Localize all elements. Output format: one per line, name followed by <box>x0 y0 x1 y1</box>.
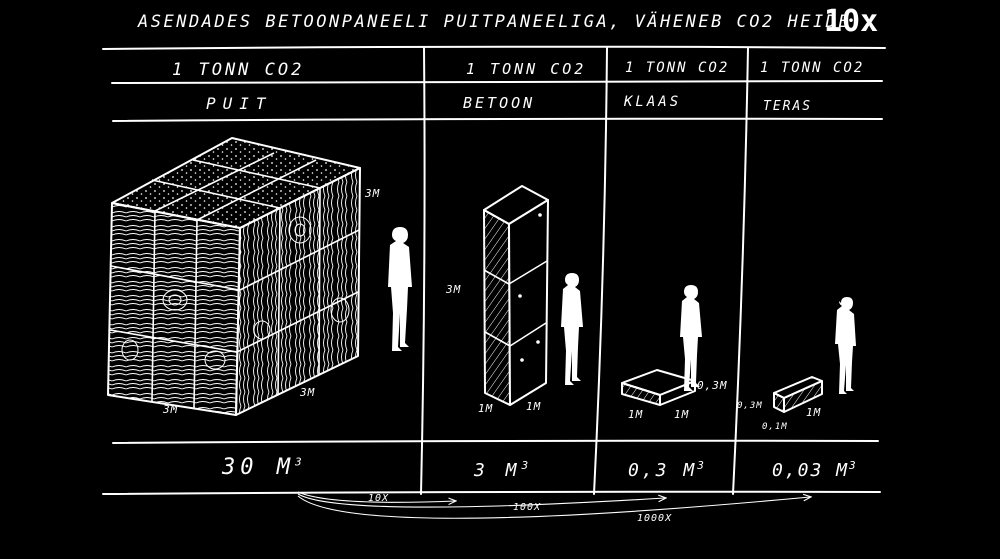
material-puit: PUIT <box>206 94 273 113</box>
dim-teras-depth: 1M <box>806 406 822 419</box>
column-divider-3 <box>732 47 749 495</box>
concrete-column <box>483 185 549 406</box>
table-line-bottom <box>102 490 881 495</box>
column-divider-2 <box>593 47 608 495</box>
column-header-klaas: 1 TONN CO2 <box>625 60 730 76</box>
dim-betoon-height: 3M <box>446 283 462 296</box>
dim-puit-height: 3M <box>365 187 381 200</box>
glass-slab <box>621 369 696 406</box>
title-emphasis: 10x <box>824 4 879 39</box>
person-silhouette-3 <box>680 285 702 391</box>
column-header-puit: 1 TONN CO2 <box>172 60 305 80</box>
column-header-betoon: 1 TONN CO2 <box>466 60 587 78</box>
dim-klaas-depth: 1M <box>674 408 690 421</box>
dim-klaas-width: 1M <box>628 408 644 421</box>
ratio-arrow-10x <box>297 491 455 502</box>
volume-betoon: 3 M3 <box>474 459 534 481</box>
volume-teras: 0,03 M3 <box>772 459 858 481</box>
ratio-arrow-1000x <box>297 496 810 519</box>
volume-klaas: 0,3 M3 <box>628 459 707 481</box>
table-line-header <box>111 80 883 84</box>
table-line-volume <box>112 439 879 444</box>
ratio-label-100x: 100X <box>513 502 542 513</box>
steel-beam <box>773 376 823 413</box>
material-teras: TERAS <box>763 99 813 114</box>
table-line-material <box>112 117 883 122</box>
dim-puit-depth: 3M <box>300 386 316 399</box>
dim-teras-height: 0,3M <box>737 401 763 411</box>
person-silhouette-2 <box>561 273 583 385</box>
column-header-teras: 1 TONN CO2 <box>760 60 865 76</box>
ratio-label-10x: 10X <box>368 493 390 504</box>
person-silhouette-4 <box>835 297 856 394</box>
dim-puit-width: 3M <box>163 403 179 416</box>
column-divider-1 <box>420 46 426 495</box>
wood-cube <box>107 137 361 416</box>
person-silhouette-1 <box>388 227 412 351</box>
volume-puit: 30 M3 <box>222 455 307 480</box>
material-klaas: KLAAS <box>624 94 682 110</box>
table-line-top <box>102 45 886 50</box>
ratio-label-1000x: 1000X <box>637 513 673 524</box>
ratio-arrow-100x <box>297 493 665 508</box>
dim-klaas-height: 0,3M <box>697 379 728 392</box>
diagram-title: ASENDADES BETOONPANEELI PUITPANEELIGA, V… <box>138 12 852 32</box>
dim-teras-width: 0,1M <box>762 422 788 432</box>
dim-betoon-width: 1M <box>478 402 494 415</box>
material-betoon: BETOON <box>463 94 536 112</box>
dim-betoon-depth: 1M <box>526 400 542 413</box>
